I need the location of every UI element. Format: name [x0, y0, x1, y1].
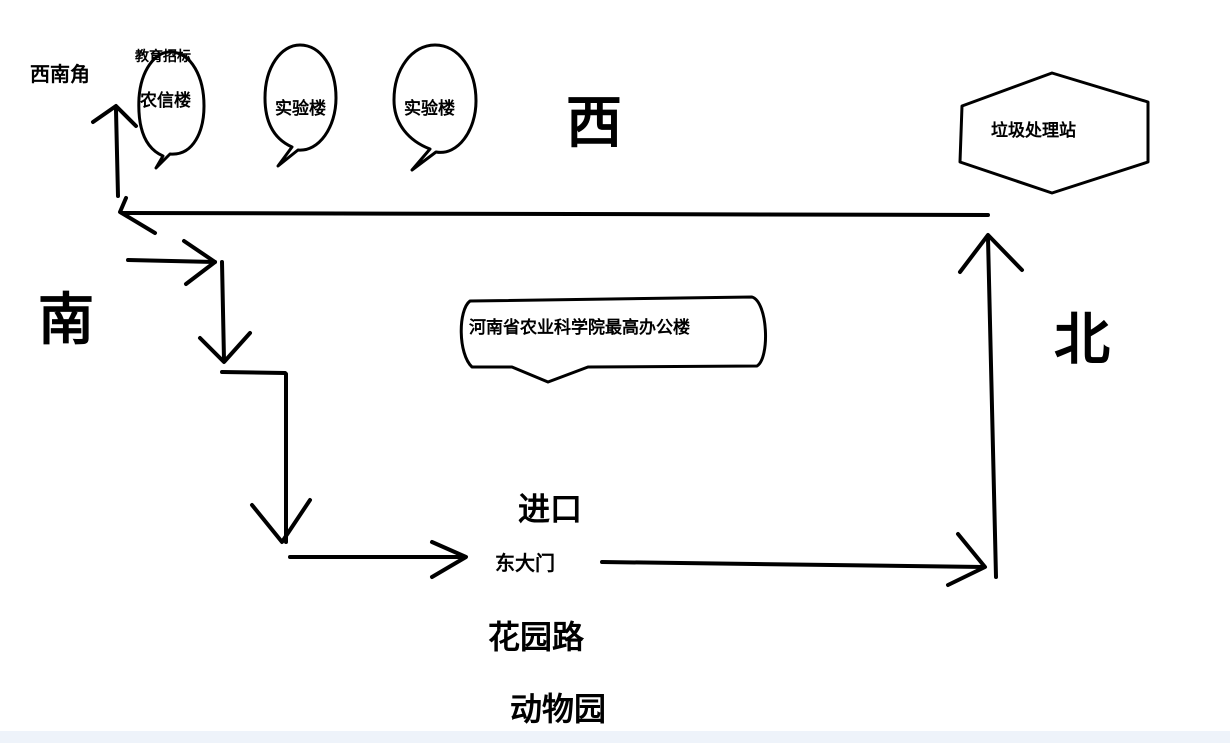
path-seg-1 — [126, 258, 217, 264]
nongxin-building-label: 农信楼 — [140, 91, 191, 111]
southwest-corner-label: 西南角 — [30, 62, 90, 86]
garden-road-label: 花园路 — [488, 618, 585, 656]
path-seg-2 — [220, 260, 226, 362]
main-office-box — [459, 295, 767, 384]
entrance-label: 进口 — [518, 490, 583, 528]
lab-building-2-label: 实验楼 — [404, 99, 455, 119]
compass-north-label: 北 — [1054, 308, 1110, 373]
path-seg-3 — [220, 370, 287, 375]
path-arrow-2 — [198, 331, 252, 364]
east-road-line — [600, 560, 986, 569]
lab1-bubble — [263, 43, 338, 168]
southwest-road-line — [114, 108, 120, 198]
waste-station-label: 垃圾处理站 — [991, 121, 1076, 141]
path-arrow-1 — [182, 239, 217, 286]
east-gate-label: 东大门 — [495, 551, 555, 575]
bottom-strip — [0, 731, 1230, 743]
north-road-arrowhead — [958, 233, 1024, 274]
compass-west-label: 西 — [566, 91, 622, 156]
southwest-arrowhead — [91, 104, 138, 128]
nongxin-bubble — [137, 50, 206, 170]
east-road-arrowhead — [946, 532, 987, 587]
top-road-line — [120, 211, 990, 217]
education-tender-label: 教育招标 — [135, 49, 191, 65]
main-office-label: 河南省农业科学院最高办公楼 — [469, 318, 690, 338]
path-arrow-5 — [430, 540, 468, 579]
lab-building-1-label: 实验楼 — [275, 99, 326, 119]
compass-south-label: 南 — [38, 288, 94, 353]
path-arrow-4 — [250, 498, 312, 544]
top-road-arrowhead — [118, 196, 157, 235]
waste-station-hexagon — [958, 71, 1150, 195]
zoo-label: 动物园 — [510, 690, 607, 728]
north-road-line — [986, 236, 998, 579]
lab2-bubble — [392, 43, 478, 172]
